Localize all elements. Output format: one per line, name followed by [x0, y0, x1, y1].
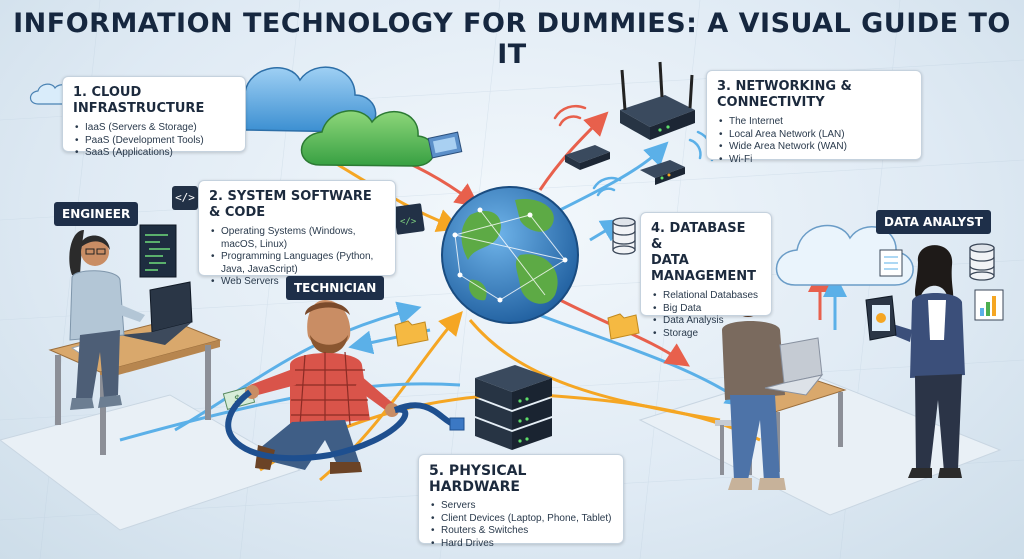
panel-heading-line2: DATA MANAGEMENT — [651, 253, 757, 284]
list-item: Wi-Fi — [719, 154, 911, 167]
panel-list: Operating Systems (Windows, macOS, Linux… — [209, 226, 385, 289]
list-item: Wide Area Network (WAN) — [719, 141, 911, 154]
technician-illustration — [225, 300, 465, 474]
list-item: Servers — [431, 500, 613, 513]
panel-physical-hardware: 5. PHYSICAL HARDWARE Servers Client Devi… — [418, 454, 624, 550]
database-icon — [612, 217, 636, 255]
list-item: PaaS (Development Tools) — [75, 135, 235, 148]
svg-text:</>: </> — [400, 217, 417, 227]
engineer-illustration — [48, 224, 222, 455]
list-item: Local Area Network (LAN) — [719, 129, 911, 142]
server-rack-illustration — [475, 365, 552, 450]
list-item: Programming Languages (Python, Java, Jav… — [211, 251, 385, 276]
panel-system-software: 2. SYSTEM SOFTWARE & CODE Operating Syst… — [198, 180, 396, 288]
list-item: Operating Systems (Windows, macOS, Linux… — [211, 226, 385, 251]
analyst-cloud-illustration — [775, 224, 914, 286]
panel-heading: 5. PHYSICAL HARDWARE — [429, 463, 527, 495]
role-badge-data-analyst: DATA ANALYST — [876, 210, 991, 234]
panel-list: IaaS (Servers & Storage) PaaS (Developme… — [73, 122, 235, 160]
list-item: Web Servers — [211, 276, 385, 289]
code-icon: </> — [172, 186, 198, 210]
data-analyst-illustration — [865, 245, 965, 478]
list-item: Hard Drives — [431, 538, 613, 551]
list-item: Routers & Switches — [431, 525, 613, 538]
list-item: IaaS (Servers & Storage) — [75, 122, 235, 135]
panel-heading: 1. CLOUD INFRASTRUCTURE — [73, 85, 205, 116]
panel-database: 4. DATABASE & DATA MANAGEMENT Relational… — [640, 212, 772, 340]
engineer-platform — [0, 394, 302, 531]
list-item: Client Devices (Laptop, Phone, Tablet) — [431, 513, 613, 526]
panel-heading: 2. SYSTEM SOFTWARE & CODE — [209, 189, 372, 220]
switch-illustration — [565, 145, 685, 185]
page-title: INFORMATION TECHNOLOGY FOR DUMMIES: A VI… — [13, 8, 1011, 70]
list-item: Relational Databases — [653, 290, 761, 303]
list-item: Big Data — [653, 303, 761, 316]
floating-window-icon — [427, 131, 463, 159]
list-item: Storage — [653, 328, 761, 341]
panel-list: Relational Databases Big Data Data Analy… — [651, 290, 761, 340]
panel-cloud-infrastructure: 1. CLOUD INFRASTRUCTURE IaaS (Servers & … — [62, 76, 246, 159]
router-illustration — [620, 61, 695, 140]
analyst-database-icon — [969, 243, 995, 281]
floating-folder-icon — [394, 313, 640, 347]
panel-networking: 3. NETWORKING & CONNECTIVITY The Interne… — [706, 70, 922, 166]
floating-code-window-icon: </> — [393, 203, 425, 235]
role-badge-technician: TECHNICIAN — [286, 276, 385, 300]
spreadsheet-icon — [879, 249, 903, 277]
list-item: Data Analysis — [653, 315, 761, 328]
panel-list: Servers Client Devices (Laptop, Phone, T… — [429, 500, 613, 550]
role-badge-engineer: ENGINEER — [54, 202, 139, 226]
list-item: SaaS (Applications) — [75, 147, 235, 160]
panel-heading: 4. DATABASE & DATA MANAGEMENT — [651, 221, 761, 285]
globe-illustration — [441, 186, 579, 324]
panel-list: The Internet Local Area Network (LAN) Wi… — [717, 116, 911, 166]
panel-heading-line1: 4. DATABASE & — [651, 221, 746, 252]
list-item: The Internet — [719, 116, 911, 129]
bar-chart-icon — [974, 289, 1004, 321]
panel-heading: 3. NETWORKING & CONNECTIVITY — [717, 79, 852, 110]
cloud-illustration — [221, 66, 435, 167]
